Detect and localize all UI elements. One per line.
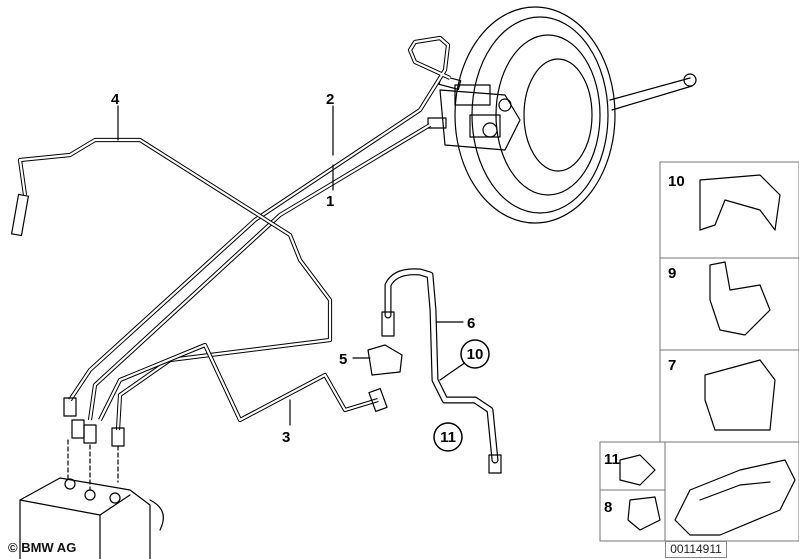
brake-pipe-4: [11, 137, 333, 431]
brake-booster: [454, 6, 697, 224]
copyright: © BMW AG: [8, 540, 77, 555]
panel-label-7: 7: [668, 357, 676, 374]
panel-label-10: 10: [668, 173, 685, 190]
panel-label-11: 11: [604, 451, 620, 468]
parts-panel: [599, 161, 799, 542]
callout-3: 3: [282, 429, 290, 446]
callout-6: 6: [467, 315, 475, 332]
brake-hose-6: [381, 268, 502, 474]
bracket-5: [367, 344, 403, 376]
callout-1: 1: [326, 193, 334, 210]
callout-4: 4: [111, 91, 120, 108]
brake-pipe-3: [98, 342, 388, 423]
callout-11-circle: 11: [440, 429, 456, 446]
panel-label-8: 8: [604, 499, 612, 516]
callout-2: 2: [326, 91, 334, 108]
brake-pipe-1-2: [68, 35, 451, 421]
panel-label-9: 9: [668, 265, 676, 282]
diagram-code: 00114911: [665, 541, 727, 558]
leader-lines: [117, 105, 467, 426]
callout-10-circle: 10: [467, 346, 484, 363]
callout-5: 5: [339, 351, 347, 368]
abs-hydraulic-unit: [19, 439, 164, 559]
